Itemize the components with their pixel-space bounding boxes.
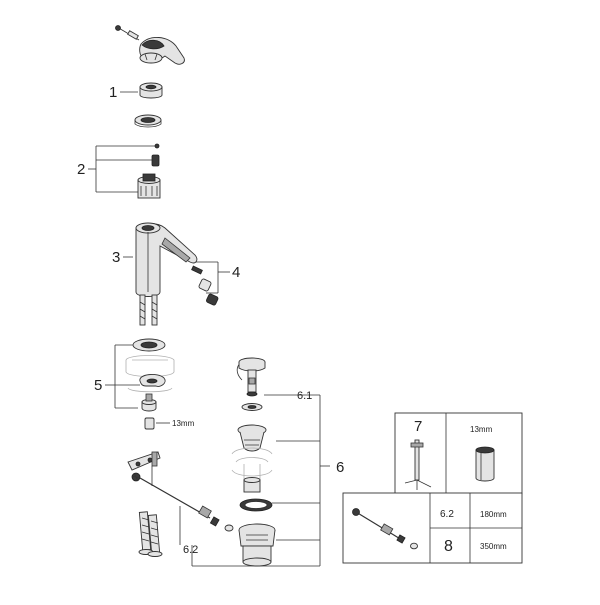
part-label-6-2: 6.2 — [183, 544, 198, 556]
part-6-drain-assembly: 6 6.1 — [231, 357, 344, 567]
lever-handle — [115, 25, 185, 65]
part-label-3: 3 — [112, 249, 120, 266]
part-3-faucet-body: 3 — [112, 222, 198, 326]
part-label-6-1: 6.1 — [297, 390, 312, 402]
nut-ring — [134, 114, 162, 128]
rod-length-8: 350mm — [480, 542, 507, 551]
part-label-1: 1 — [109, 84, 117, 101]
part-8-extension-table: 6.2 180mm 8 350mm — [342, 492, 523, 564]
part-label-8: 8 — [444, 538, 453, 555]
part-label-6: 6 — [336, 459, 344, 476]
part-label-2: 2 — [77, 161, 85, 178]
wrench-size-label: 13mm — [172, 419, 195, 428]
part-label-5: 5 — [94, 377, 102, 394]
part-2-cartridge: 2 — [77, 143, 161, 199]
pop-up-rod-assembly: 6.2 — [127, 451, 320, 567]
part-label-4: 4 — [232, 264, 240, 281]
rod-length-6-2: 180mm — [480, 510, 507, 519]
tool-size-label: 13mm — [470, 425, 493, 434]
part-5-fixing-set: 5 13mm — [94, 338, 195, 430]
part-label-7: 7 — [414, 418, 422, 435]
part-4-aerator: 4 — [191, 261, 240, 306]
part-7-tools-table: 7 13mm — [394, 412, 523, 495]
part-1-cap-ring: 1 — [109, 82, 163, 101]
table-label-6-2: 6.2 — [440, 509, 454, 520]
